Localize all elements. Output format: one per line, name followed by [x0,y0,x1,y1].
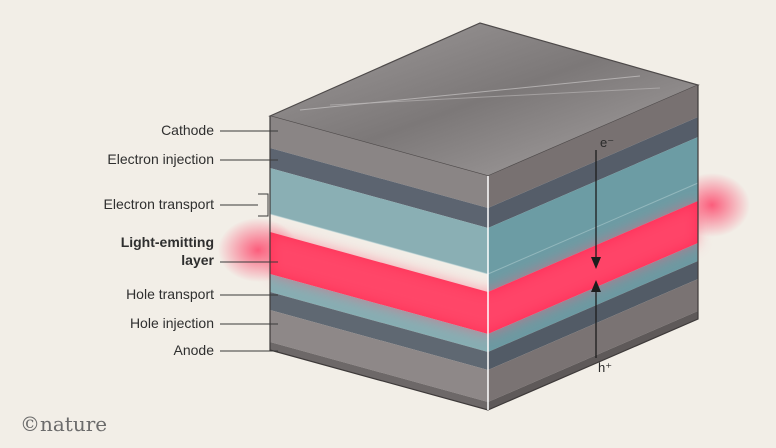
label-hole-injection: Hole injection [129,315,214,331]
electron-transport-layer-front [270,168,488,274]
label-electron-transport: Electron transport [103,196,215,212]
leader-lines [220,130,278,352]
electron-injection-layer-side [488,117,698,228]
label-light-emitting-layer: Light-emitting layer [121,233,214,269]
cathode-layer-side [488,85,698,208]
label-light-emitting-line2: layer [181,252,214,268]
label-electron-injection: Electron injection [107,151,214,167]
carrier-arrows [591,150,601,358]
electron-injection-layer-front [270,148,488,228]
hole-transport-layer-side [488,243,698,352]
hole-injection-layer-side [488,261,698,370]
label-cathode: Cathode [161,122,214,138]
label-hole-transport: Hole transport [126,286,214,302]
electron-symbol: e⁻ [600,135,614,150]
hole-transport-layer-front [270,274,488,352]
anode-layer-front [270,310,488,402]
label-anode: Anode [173,342,214,358]
hole-injection-layer-front [270,292,488,370]
cathode-layer-front [270,116,488,208]
electron-transport-layer-side [488,137,698,292]
nature-credit: ©nature [20,412,108,436]
hole-symbol: h⁺ [598,360,612,375]
label-light-emitting-line1: Light-emitting [120,234,214,250]
anode-layer-side [488,279,698,402]
